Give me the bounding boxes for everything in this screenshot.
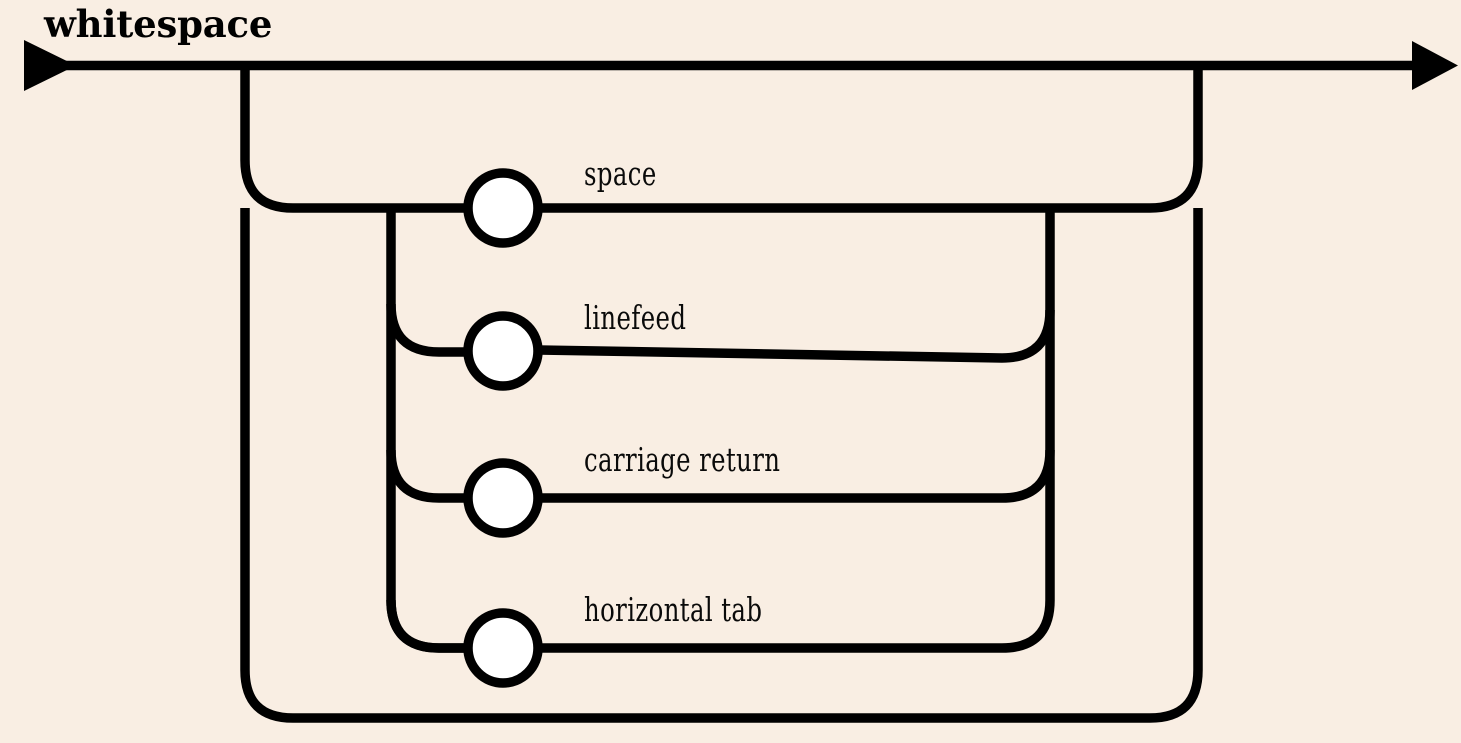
branch-line-horizontal-tab: [386, 599, 466, 653]
loop-rail-outer: [240, 203, 1203, 723]
end-arrow-icon: [1412, 41, 1458, 90]
node-linefeed: [463, 311, 543, 391]
node-carriage-return: [463, 458, 543, 538]
node-label-carriage-return: carriage return: [584, 440, 781, 479]
node-label-linefeed: linefeed: [584, 298, 687, 337]
branch-line-linefeed: [386, 303, 466, 357]
branch-line-carriage-return-right: [539, 449, 1055, 503]
node-space: [463, 168, 543, 248]
start-arrow-icon: [24, 40, 76, 91]
branch-entry-curve: [240, 65, 466, 213]
node-label-space: space: [584, 154, 657, 193]
branch-exit-curve: [539, 65, 1203, 213]
loop-rail-inner-left: [386, 208, 466, 653]
page-title: whitespace: [44, 2, 273, 46]
node-horizontal-tab: [463, 608, 543, 688]
branch-line-carriage-return: [386, 449, 466, 503]
loop-rail-inner-right: [539, 208, 1055, 653]
node-label-horizontal-tab: horizontal tab: [584, 590, 763, 629]
branch-line-linefeed-right: [538, 309, 1055, 363]
